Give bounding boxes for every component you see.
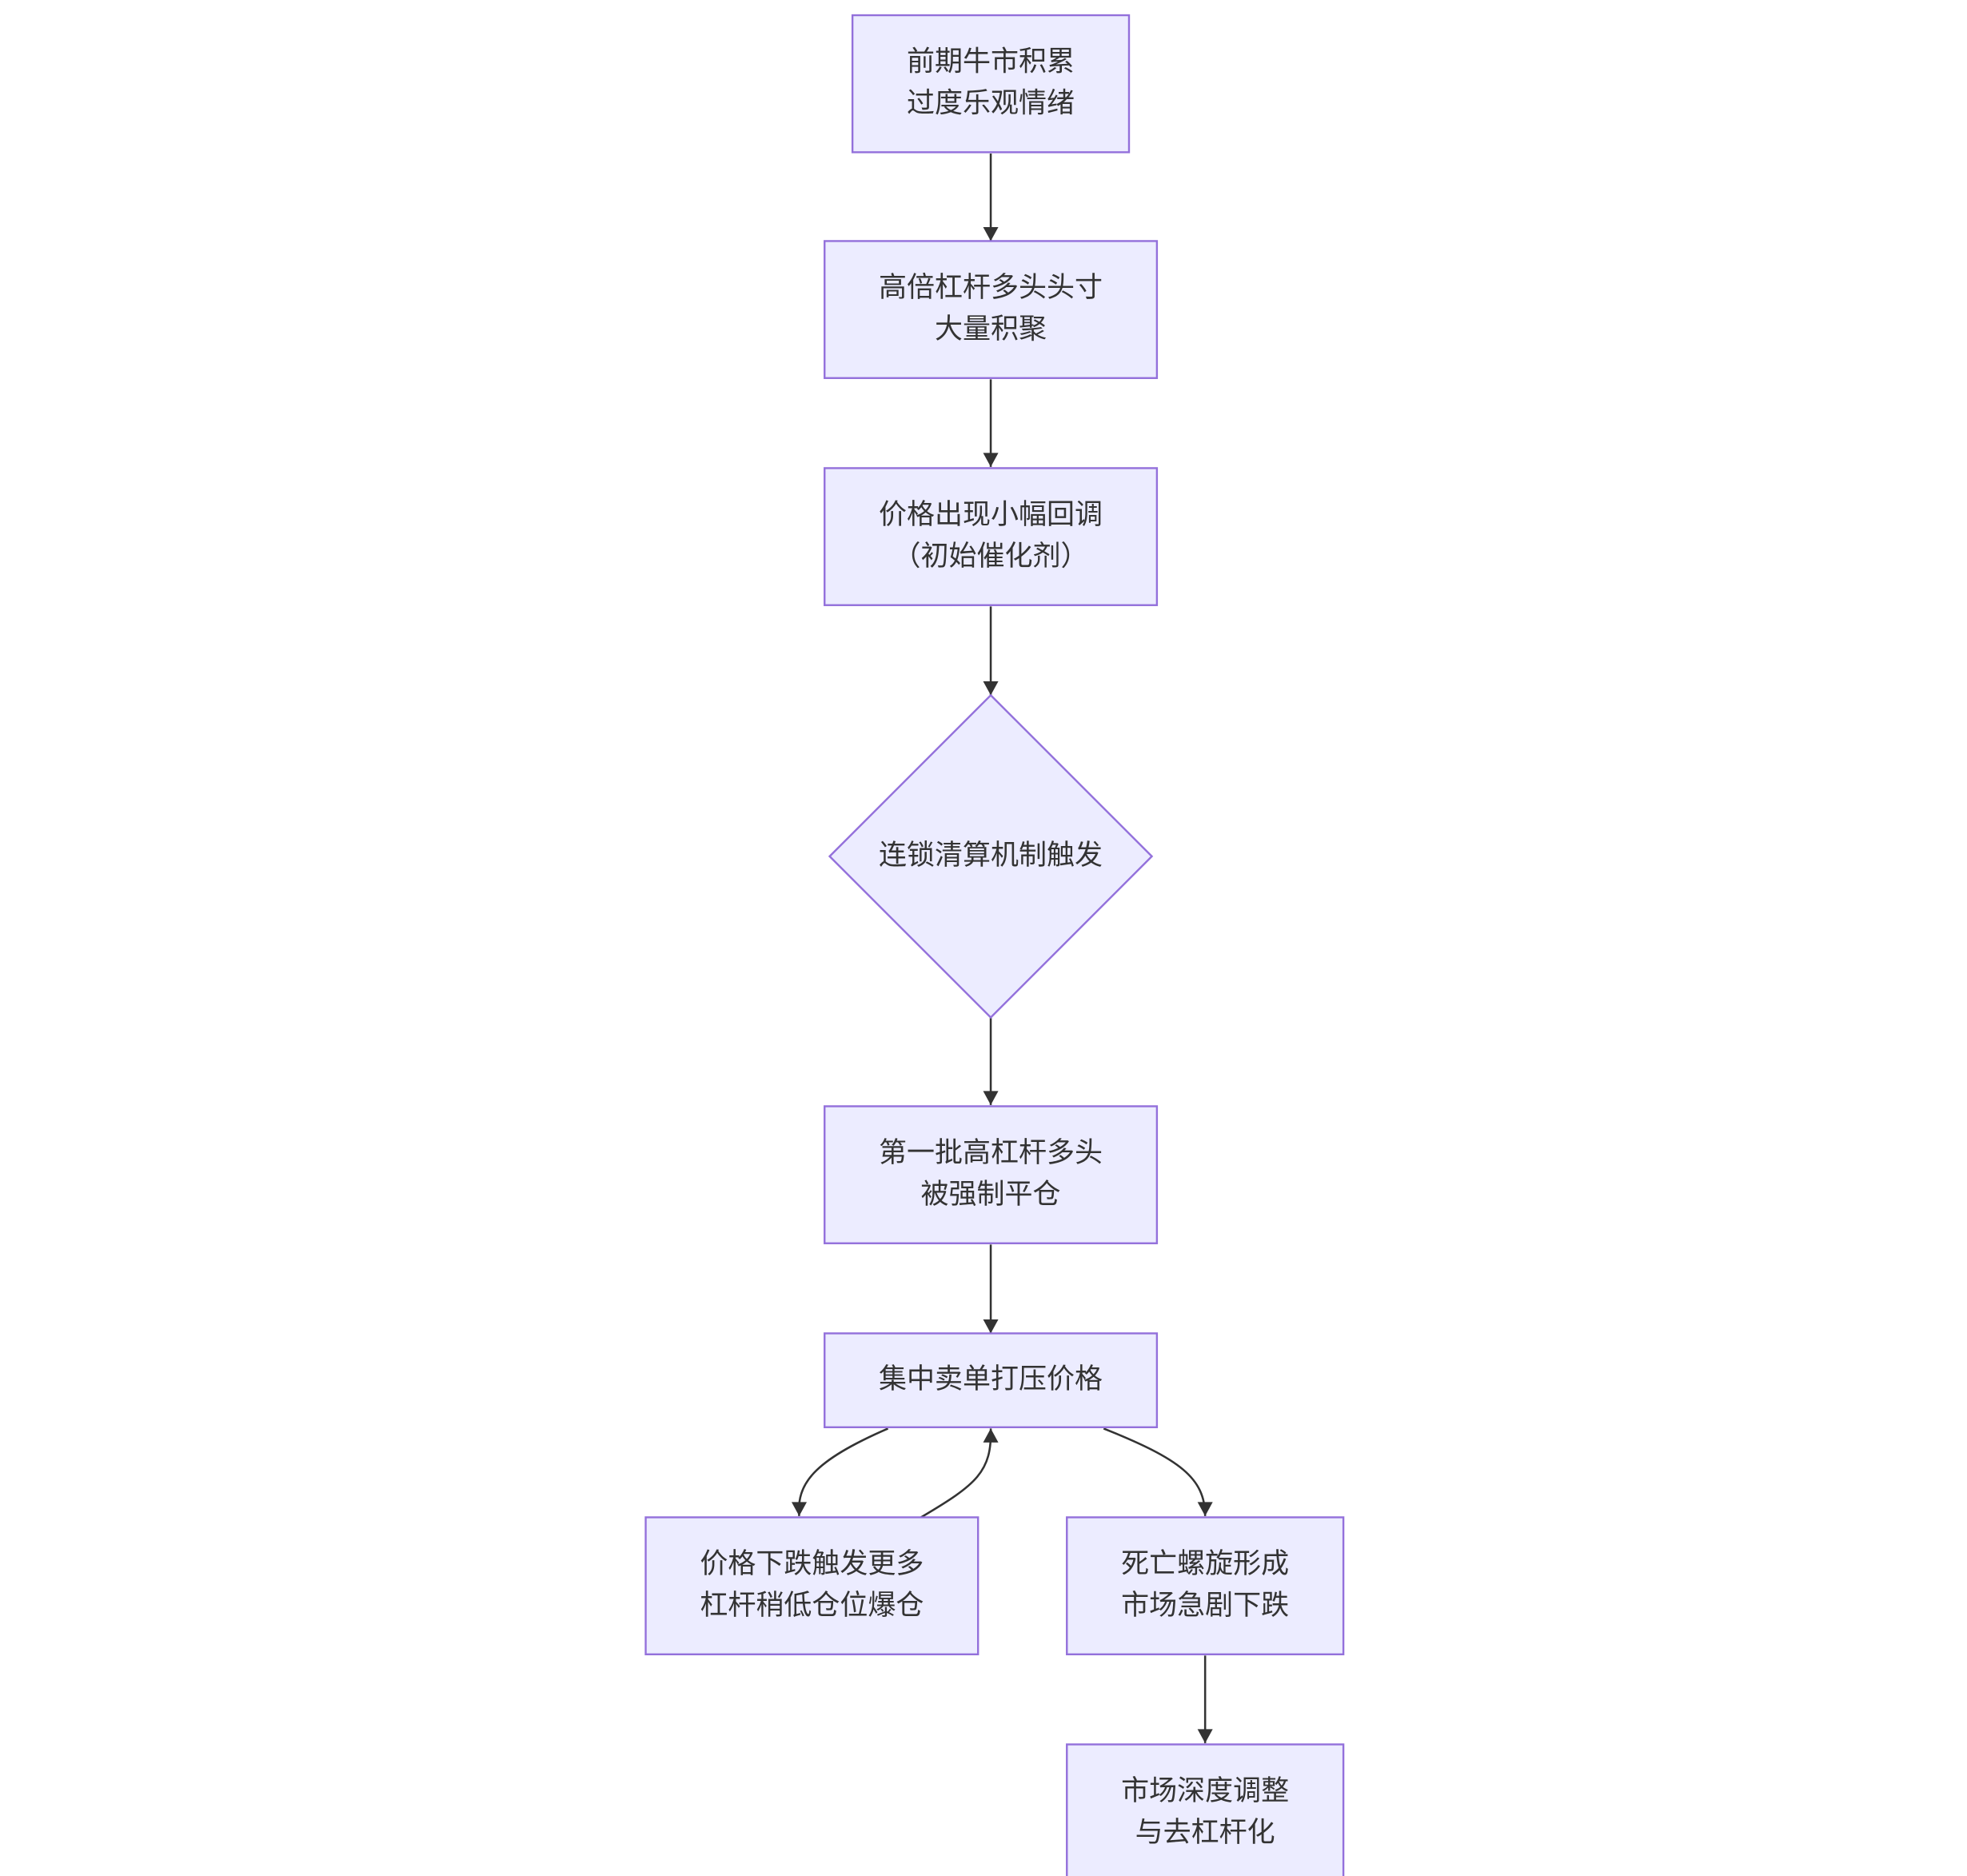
node-box	[644, 1516, 980, 1655]
nodes: 前期牛市积累过度乐观情绪高倍杠杆多头头寸大量积聚价格出现小幅回调（初始催化剂）连…	[644, 14, 1345, 1876]
node-label-line: （初始催化剂）	[893, 541, 1089, 573]
edge-n7-to-n6	[920, 1428, 999, 1519]
node-label-line: 杠杆稍低仓位爆仓	[700, 1590, 924, 1622]
node-box	[824, 467, 1159, 606]
edge-n5-to-n6	[983, 1244, 999, 1334]
edge-n2-to-n3	[983, 379, 999, 467]
process-node-n6: 集中卖单打压价格	[824, 1332, 1159, 1429]
node-box	[824, 1332, 1159, 1429]
node-label-line: 死亡螺旋形成	[1121, 1548, 1289, 1580]
node-label-line: 大量积聚	[935, 313, 1047, 345]
edges	[791, 153, 1213, 1743]
node-label-line: 与去杠杆化	[1135, 1817, 1275, 1849]
node-box	[1066, 1516, 1345, 1655]
node-label-line: 连锁清算机制触发	[879, 840, 1103, 872]
edge-line	[1103, 1427, 1207, 1516]
node-box	[824, 240, 1159, 379]
arrowhead	[1197, 1502, 1213, 1516]
node-label-line: 被强制平仓	[921, 1179, 1061, 1211]
diamond-shape	[828, 693, 1154, 1020]
node-box	[1066, 1743, 1345, 1876]
node-box	[824, 1105, 1159, 1244]
edge-n1-to-n2	[983, 153, 999, 241]
edge-n4-to-n5	[983, 1017, 999, 1105]
arrowhead	[983, 1428, 999, 1443]
edge-n3-to-n4	[983, 606, 999, 696]
node-label-line: 集中卖单打压价格	[879, 1363, 1103, 1395]
node-label-line: 市场急剧下跌	[1121, 1590, 1289, 1622]
arrowhead	[983, 1091, 999, 1105]
node-label-line: 价格出现小幅回调	[879, 499, 1103, 531]
edge-line	[797, 1427, 889, 1516]
edge-line	[920, 1428, 992, 1519]
arrowhead	[1197, 1729, 1213, 1743]
node-label-line: 第一批高杠杆多头	[879, 1137, 1103, 1169]
arrowhead	[791, 1502, 808, 1516]
edge-n6-to-n7	[791, 1427, 889, 1516]
node-label-line: 价格下跌触发更多	[700, 1548, 924, 1580]
decision-node-n4: 连锁清算机制触发	[828, 693, 1154, 1020]
node-label-line: 过度乐观情绪	[907, 88, 1075, 120]
process-node-n3: 价格出现小幅回调 （初始催化剂）	[824, 467, 1159, 606]
arrowhead	[983, 226, 999, 241]
arrowhead	[983, 453, 999, 467]
arrowhead	[983, 1319, 999, 1334]
edge-n6-to-n8	[1103, 1427, 1213, 1516]
node-label-line: 高倍杠杆多头头寸	[879, 272, 1103, 304]
edge-n8-to-n9	[1197, 1655, 1213, 1743]
node-label-line: 前期牛市积累	[907, 46, 1075, 78]
node-box	[851, 14, 1131, 154]
arrowhead	[983, 681, 999, 696]
node-label-line: 市场深度调整	[1121, 1775, 1289, 1807]
